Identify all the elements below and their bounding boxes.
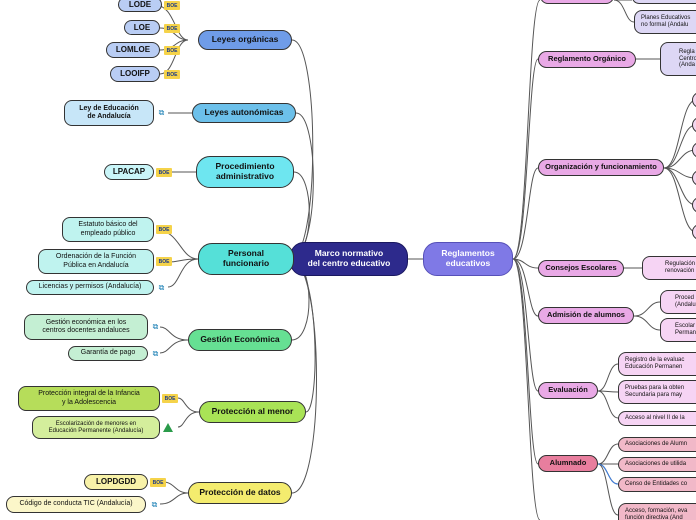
boe-icon[interactable]: BOE xyxy=(164,24,180,33)
pruebas-leaf[interactable]: Pruebas para la obten Secundaria para ma… xyxy=(618,380,696,404)
reglamento-organico-node[interactable]: Reglamento Orgánico xyxy=(538,51,636,68)
lpacap-leaf[interactable]: LPACAP xyxy=(104,164,154,180)
acceso-formacion-leaf[interactable]: Acceso, formación, eva función directiva… xyxy=(618,503,696,520)
external-link-icon[interactable]: ⧉ xyxy=(158,108,165,117)
gestion-node[interactable]: Gestión Económica xyxy=(188,329,292,351)
asociaciones-utilidad-leaf[interactable]: Asociaciones de utilida xyxy=(618,457,696,472)
leyes-autonomicas-node[interactable]: Leyes autonómicas xyxy=(192,103,296,123)
garantia-leaf[interactable]: Garantía de pago xyxy=(68,346,148,361)
lomloe-leaf[interactable]: LOMLOE xyxy=(106,42,160,58)
external-link-icon[interactable]: ⧉ xyxy=(152,322,159,331)
organizacion-node[interactable]: Organización y funcionamiento xyxy=(538,159,664,176)
google-drive-icon[interactable] xyxy=(163,423,173,432)
boe-icon[interactable]: BOE xyxy=(156,225,172,234)
estatuto-leaf[interactable]: Estatuto básico del empleado público xyxy=(62,217,154,242)
boe-icon[interactable]: BOE xyxy=(164,1,180,10)
boe-icon[interactable]: BOE xyxy=(162,394,178,403)
consejos-escolares-node[interactable]: Consejos Escolares xyxy=(538,260,624,277)
codigo-conducta-leaf[interactable]: Código de conducta TIC (Andalucía) xyxy=(6,496,146,513)
proteccion-datos-node[interactable]: Protección de datos xyxy=(188,482,292,504)
leyes-organicas-node[interactable]: Leyes orgánicas xyxy=(198,30,292,50)
top-branch-node[interactable] xyxy=(540,0,614,4)
boe-icon[interactable]: BOE xyxy=(164,46,180,55)
procedimiento-node[interactable]: Procedimiento administrativo xyxy=(196,156,294,188)
boe-icon[interactable]: BOE xyxy=(164,70,180,79)
proteccion-menor-node[interactable]: Protección al menor xyxy=(199,401,306,423)
reglamento-centro-leaf[interactable]: Regla Centro (Anda xyxy=(660,42,696,76)
escolarizacion-menores-leaf[interactable]: Escolarización de menores en Educación P… xyxy=(32,416,160,439)
regulacion-leaf[interactable]: Regulación renovación xyxy=(642,256,696,280)
evaluacion-node[interactable]: Evaluación xyxy=(538,382,598,399)
procedimiento-admision-leaf[interactable]: Proced (Andalu xyxy=(660,290,696,314)
ordenacion-leaf[interactable]: Ordenación de la Función Pública en Anda… xyxy=(38,249,154,274)
external-link-icon[interactable]: ⧉ xyxy=(152,349,159,358)
licencias-leaf[interactable]: Licencias y permisos (Andalucía) xyxy=(26,280,154,295)
registro-evaluacion-leaf[interactable]: Registro de la evaluac Educación Permane… xyxy=(618,352,696,376)
censo-entidades-leaf[interactable]: Censo de Entidades co xyxy=(618,477,696,492)
center-node[interactable]: Marco normativo del centro educativo xyxy=(290,242,408,276)
planes-educativos-leaf[interactable]: Planes Educativos no formal (Andalu xyxy=(634,10,696,34)
boe-icon[interactable]: BOE xyxy=(150,478,166,487)
gestion-economica-leaf[interactable]: Gestión económica en los centros docente… xyxy=(24,314,148,340)
alumnado-node[interactable]: Alumnado xyxy=(538,455,598,472)
asociaciones-alumnos-leaf[interactable]: Asociaciones de Alumn xyxy=(618,437,696,452)
escolarizacion-permanente-leaf[interactable]: Escolar Perman xyxy=(660,318,696,342)
reglamentos-node[interactable]: Reglamentos educativos xyxy=(423,242,513,276)
external-link-icon[interactable]: ⧉ xyxy=(151,500,158,509)
lopdgdd-leaf[interactable]: LOPDGDD xyxy=(84,474,148,490)
admision-node[interactable]: Admisión de alumnos xyxy=(538,307,634,324)
top-leaf[interactable] xyxy=(632,0,696,4)
proteccion-integral-leaf[interactable]: Protección integral de la Infancia y la … xyxy=(18,386,160,411)
loe-leaf[interactable]: LOE xyxy=(124,20,160,35)
external-link-icon[interactable]: ⧉ xyxy=(158,283,165,292)
boe-icon[interactable]: BOE xyxy=(156,257,172,266)
acceso-nivel-leaf[interactable]: Acceso al nivel II de la xyxy=(618,411,696,426)
lode-leaf[interactable]: LODE xyxy=(118,0,162,12)
ley-andalucia-leaf[interactable]: Ley de Educación de Andalucía xyxy=(64,100,154,126)
looifp-leaf[interactable]: LOOIFP xyxy=(110,66,160,82)
personal-node[interactable]: Personal funcionario xyxy=(198,243,294,275)
boe-icon[interactable]: BOE xyxy=(156,168,172,177)
